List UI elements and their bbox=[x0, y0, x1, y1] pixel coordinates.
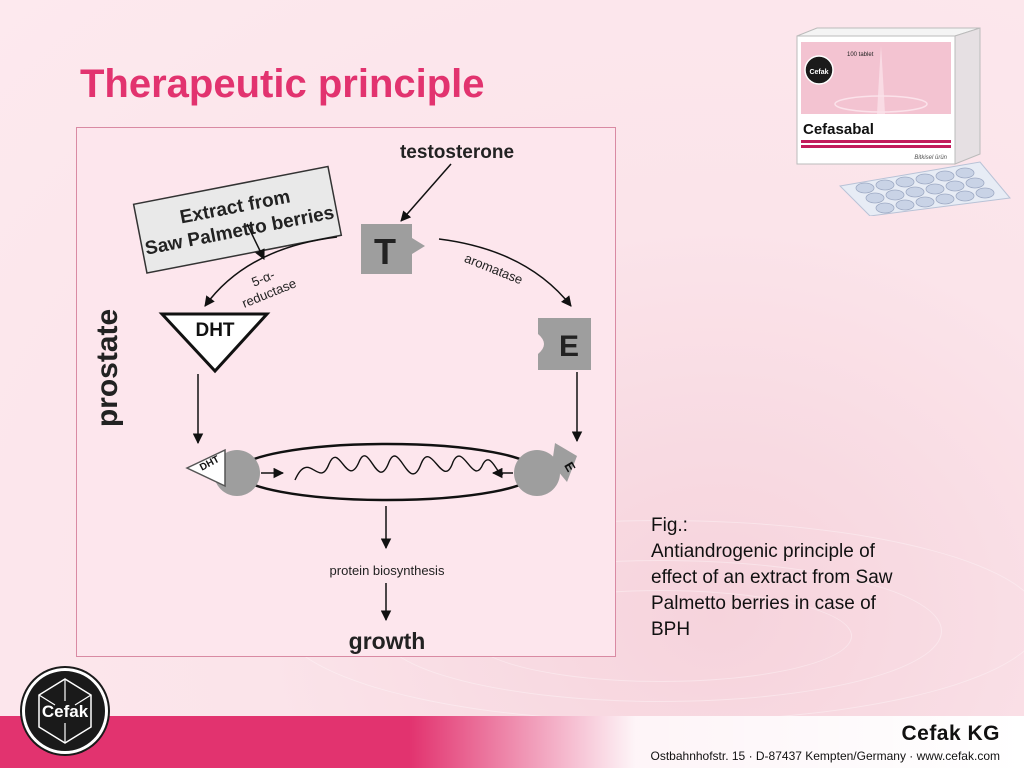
extract-box: Extract from Saw Palmetto berries bbox=[132, 165, 343, 274]
product-package: Cefak 100 tablet Cefasabal Bitkisel ürün bbox=[796, 27, 1011, 217]
product-count: 100 tablet bbox=[847, 52, 874, 58]
footer-gradient bbox=[0, 716, 1024, 768]
estrogen-symbol: E bbox=[559, 330, 579, 363]
reductase-arrow bbox=[204, 236, 338, 307]
diagram-canvas: Extract from Saw Palmetto berries testos… bbox=[91, 142, 591, 654]
dht-label: DHT bbox=[195, 320, 234, 341]
product-image: Cefak 100 tablet Cefasabal Bitkisel ürün bbox=[795, 26, 1015, 217]
product-logo-icon bbox=[804, 55, 834, 85]
caption-line: BPH bbox=[651, 619, 691, 640]
cell-nucleus-outline bbox=[235, 442, 539, 502]
logo-text: Cefak bbox=[42, 702, 89, 721]
logo-graphic: Cefak bbox=[38, 678, 92, 744]
caption-line: Palmetto berries in case of bbox=[651, 593, 876, 614]
product-brand: Cefasabal bbox=[803, 121, 874, 138]
dna-strand bbox=[294, 455, 504, 481]
figure-caption: Fig.: Antiandrogenic principle of effect… bbox=[651, 513, 971, 643]
testosterone-label: testosterone bbox=[400, 142, 514, 163]
dht-bound-triangle bbox=[185, 448, 226, 488]
slide-title: Therapeutic principle bbox=[80, 62, 485, 106]
caption-line: Antiandrogenic principle of bbox=[651, 541, 875, 562]
company-address: Ostbahnhofstr. 15 · D-87437 Kempten/Germ… bbox=[650, 749, 1001, 763]
product-logo-text: Cefak bbox=[809, 69, 828, 76]
inhibition-arrow bbox=[246, 223, 265, 260]
estrogen-receptor bbox=[514, 450, 560, 496]
prostate-label: prostate bbox=[91, 309, 124, 427]
testosterone-block bbox=[361, 224, 425, 274]
mechanism-diagram: Extract from Saw Palmetto berries testos… bbox=[76, 127, 616, 657]
cefak-logo: Cefak bbox=[22, 668, 108, 754]
aromatase-text: aromatase bbox=[462, 250, 525, 287]
aromatase-label: aromatase bbox=[462, 250, 525, 287]
aromatase-arrow bbox=[438, 238, 572, 307]
company-name: Cefak KG bbox=[901, 722, 1000, 745]
caption-line: effect of an extract from Saw bbox=[651, 567, 893, 588]
product-subtitle: Bitkisel ürün bbox=[914, 155, 947, 161]
testosterone-arrow bbox=[400, 163, 452, 222]
testosterone-symbol: T bbox=[374, 231, 396, 272]
dht-triangle bbox=[158, 312, 271, 374]
growth-label: growth bbox=[349, 628, 426, 654]
caption-line: Fig.: bbox=[651, 515, 688, 536]
estrogen-bound-block bbox=[552, 443, 577, 482]
estrogen-block bbox=[538, 318, 591, 370]
protein-biosynthesis-label: protein biosynthesis bbox=[330, 563, 445, 578]
